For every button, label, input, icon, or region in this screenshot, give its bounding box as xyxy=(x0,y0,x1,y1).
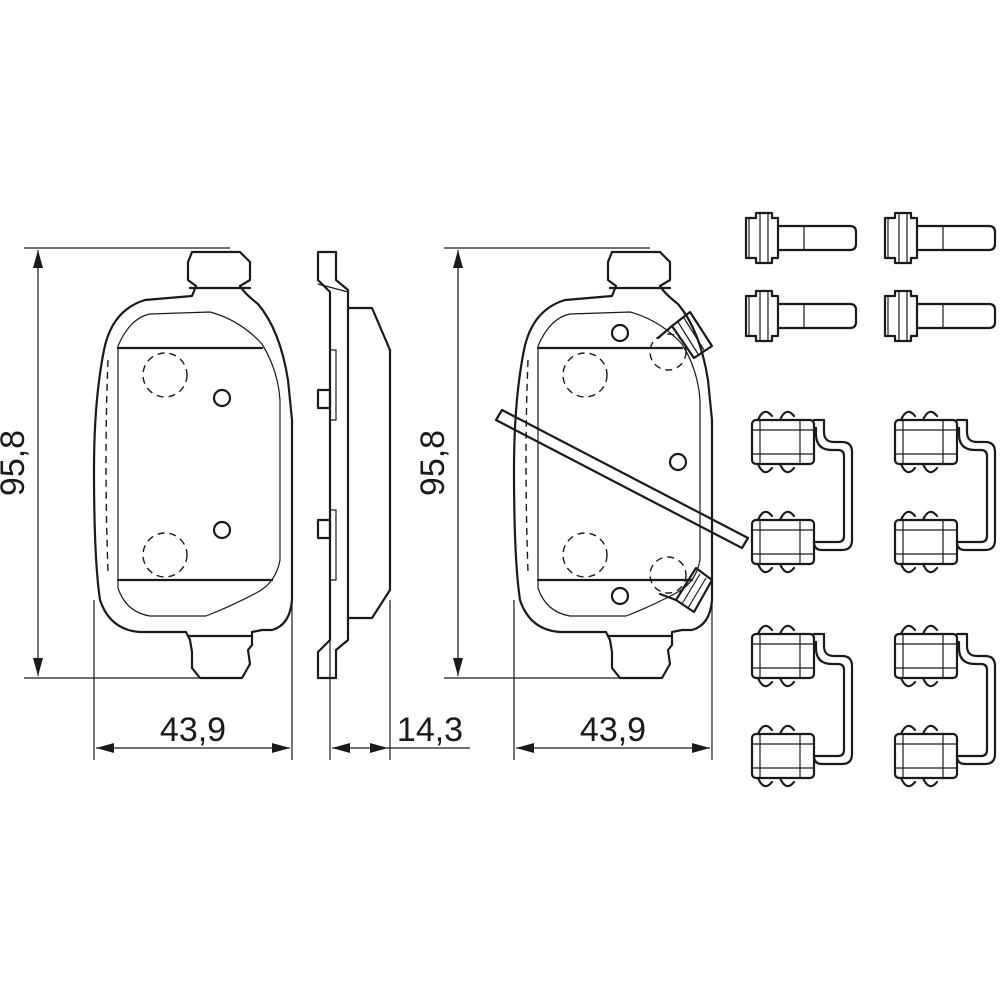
clip-3 xyxy=(752,626,852,786)
thickness-dimension xyxy=(329,600,470,760)
width-label-left: 43,9 xyxy=(160,711,226,749)
wear-indicator-clip-bottom xyxy=(658,566,714,614)
clip-4 xyxy=(895,626,995,786)
clip-2 xyxy=(895,412,995,572)
bolt-3 xyxy=(744,289,858,343)
brake-pad-left xyxy=(92,250,294,680)
thickness-label: 14,3 xyxy=(397,711,463,749)
bolt-2 xyxy=(883,211,997,265)
brake-pad-right xyxy=(512,250,714,680)
clip-1 xyxy=(752,412,852,572)
brake-pad-side-view xyxy=(316,250,392,680)
height-dimension-right xyxy=(444,247,650,679)
width-label-right: 43,9 xyxy=(580,711,646,749)
height-label-right: 95,8 xyxy=(414,430,452,496)
bolt-4 xyxy=(883,289,997,343)
height-dimension-left xyxy=(24,247,230,679)
wear-sensor-wire xyxy=(494,408,750,550)
width-dimension-right xyxy=(513,600,713,760)
bolt-1 xyxy=(744,211,858,265)
height-label-left: 95,8 xyxy=(0,430,32,496)
width-dimension-left xyxy=(93,600,293,760)
wear-indicator-clip-top xyxy=(656,310,714,360)
